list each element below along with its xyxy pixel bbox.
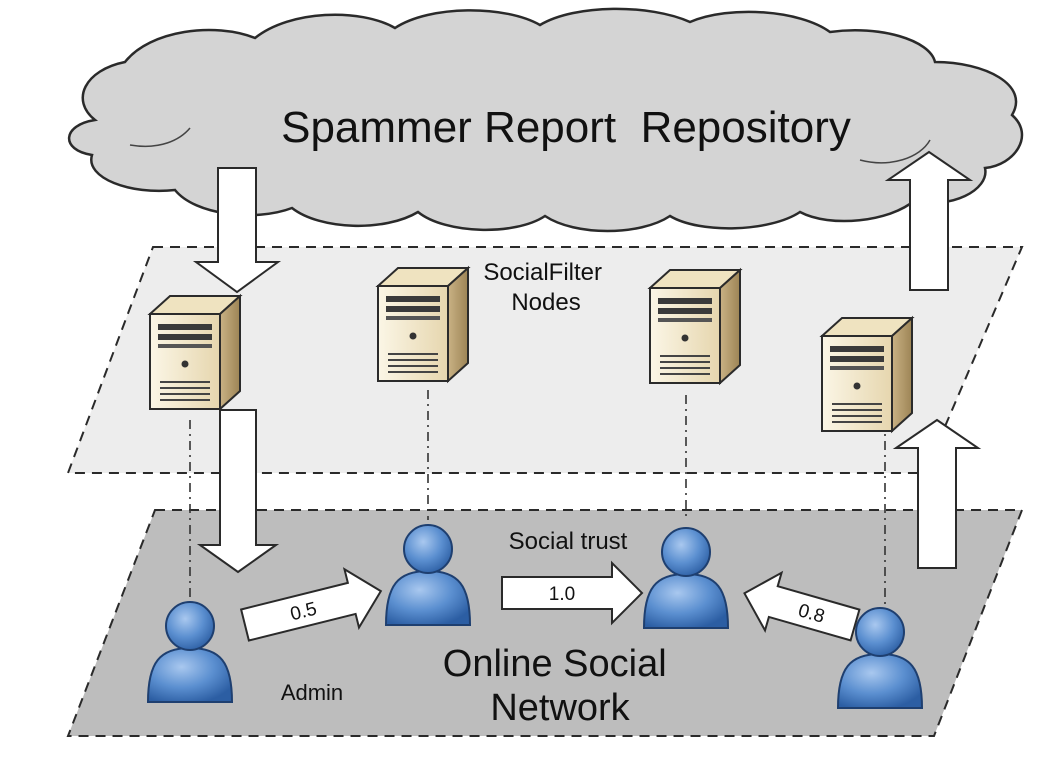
trust-value: 1.0 (549, 584, 575, 605)
cloud-label: Spammer Report Repository (281, 103, 851, 152)
server-icon (149, 295, 241, 410)
server-icon (649, 269, 741, 384)
cloud-icon (67, 7, 1024, 233)
layer-label-social-network: Online Social Network (443, 643, 677, 729)
server-user-links (189, 390, 886, 605)
social-network-layer (66, 509, 1024, 737)
trust-arrow-0: 0.5 (239, 567, 383, 642)
server-icon (821, 317, 913, 432)
server-icon (377, 267, 469, 382)
trust-arrow-2: 0.8 (743, 570, 861, 642)
admin-label: Admin (281, 680, 343, 705)
layer-label-socialfilter: SocialFilter Nodes (483, 259, 608, 316)
trust-arrow-1: 1.0 (501, 560, 644, 626)
arrow-icon (192, 150, 982, 574)
trust-label: Social trust (509, 528, 628, 555)
